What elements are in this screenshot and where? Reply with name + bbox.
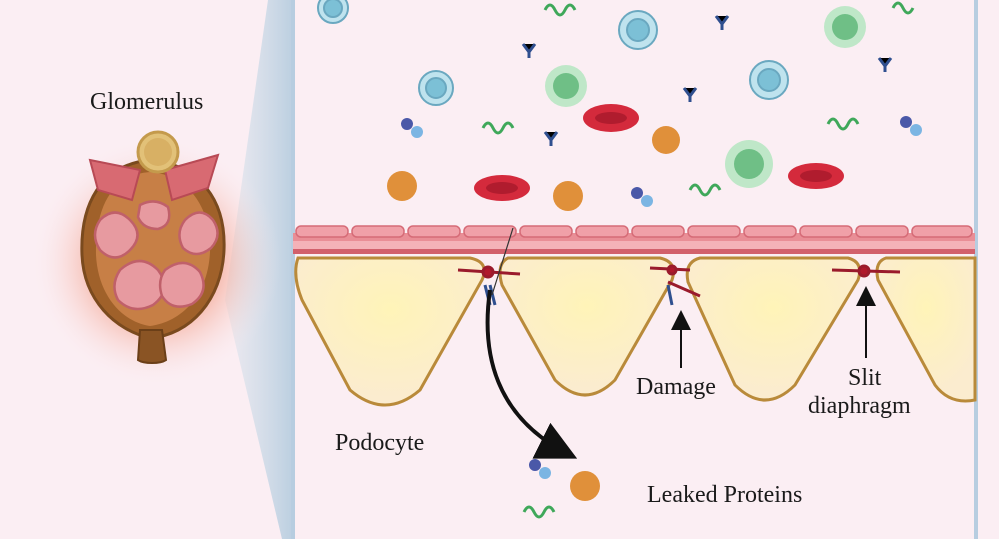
lymphocyte-icon [545, 6, 866, 188]
podocyte-cell [685, 256, 862, 402]
complement-icon [401, 116, 922, 479]
protein-aggregate-icon [387, 126, 680, 501]
label-slit: Slit [848, 365, 882, 391]
slit-diaphragm-icon [457, 264, 901, 298]
label-diaphragm: diaphragm [808, 393, 911, 419]
label-leaked-proteins: Leaked Proteins [647, 482, 803, 508]
label-glomerulus: Glomerulus [90, 89, 204, 115]
endothelium [293, 225, 975, 254]
leak-line [491, 227, 514, 296]
rna-strand-icon [481, 1, 915, 519]
leak-arrow-icon [485, 289, 578, 459]
label-damage: Damage [636, 374, 716, 400]
podocyte-cell [875, 256, 977, 403]
podocyte-cell [294, 256, 486, 407]
red-blood-cell-icon [474, 104, 844, 201]
monocyte-icon [317, 0, 789, 106]
podocytes [294, 256, 977, 407]
glomerulus-icon [31, 130, 281, 387]
antibody-icon [521, 15, 893, 146]
label-podocyte: Podocyte [335, 430, 425, 456]
